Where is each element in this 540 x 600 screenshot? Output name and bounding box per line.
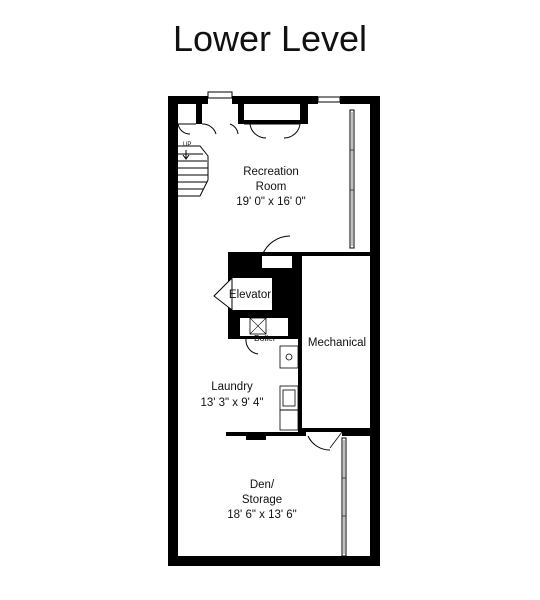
room-label-laundry: Laundry [211,381,253,393]
wall-bottom [168,556,378,566]
room-label-recreation: Recreation [243,166,299,178]
room-label-elevator: Elevator [229,289,271,301]
room-label-den-2: Storage [242,494,282,506]
stairs [178,145,209,197]
laundry-appliances [279,345,299,431]
room-label-recreation-2: Room [256,181,287,193]
closet-top-right [349,109,355,249]
bay-doors [177,123,301,139]
stairs-up-label: UP [183,142,191,148]
elevator-block [213,252,300,314]
boiler-area [228,314,300,355]
room-label-den: Den/ [250,479,275,491]
wall-right [370,96,380,566]
room-dims-recreation: 19' 0" x 16' 0" [236,196,305,208]
room-label-boiler: Boiler [254,333,276,343]
wall-top-right [340,96,380,104]
bay-post-right [238,96,244,124]
bay-window [207,91,233,99]
wall-upper-right-post [300,104,308,124]
mechanical-left-wall [298,252,302,432]
room-dims-laundry: 13' 3" x 9' 4" [200,397,263,409]
closet-den-right [341,437,347,557]
page-title: Lower Level [172,18,368,59]
top-windows [207,91,341,103]
room-label-mechanical: Mechanical [308,337,366,349]
wall-top-left [168,96,208,104]
bay-post-left [196,96,202,124]
outer-walls [168,96,380,566]
mechanical-bottom-wall [302,428,372,432]
wall-left [168,96,178,566]
room-dims-den: 18' 6" x 13' 6" [227,509,296,521]
top-window-right [317,96,341,103]
wall-top-mid [232,96,318,104]
